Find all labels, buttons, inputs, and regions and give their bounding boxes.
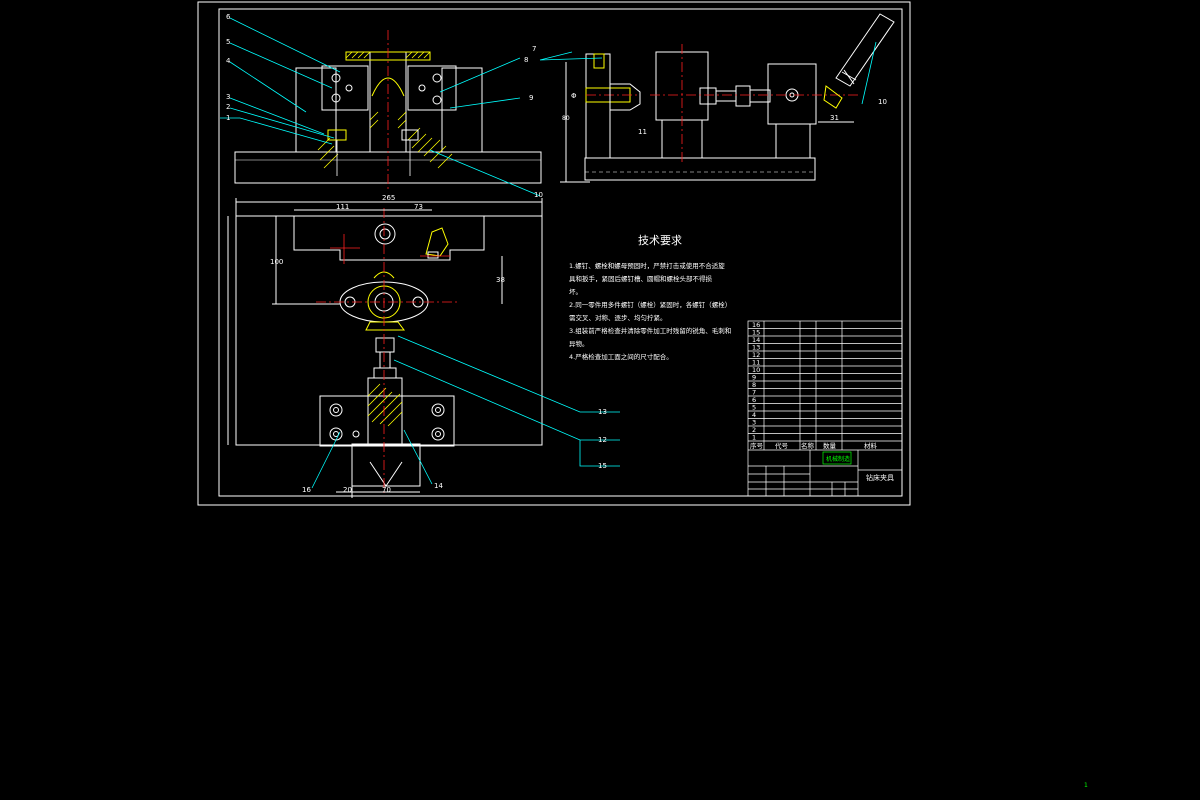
balloon-15: 15 — [598, 462, 607, 470]
front-left-clamp — [321, 65, 369, 111]
bom-seq: 16 — [752, 321, 760, 329]
plan-bottom-clamp — [319, 395, 455, 447]
dim-bottom-b: 70 — [382, 486, 391, 494]
dim-bottom-a: 20 — [343, 486, 352, 494]
bom-seq: 14 — [752, 336, 760, 344]
outer-frame — [197, 1, 911, 506]
balloon-13: 13 — [598, 408, 607, 416]
bom-header-code: 代号 — [775, 441, 789, 450]
title-block — [747, 320, 903, 497]
tech-req-line: 异物。 — [569, 339, 589, 348]
dim-right-offset: 73 — [414, 203, 423, 211]
balloon-8: 8 — [524, 56, 528, 64]
bom-header: 序号 代号 名称 数量 材料 — [750, 441, 878, 450]
technical-requirements: 技术要求 1.螺钉、螺栓和螺母预固时，严禁打击或使用不合适旋 具和扳手，紧固后螺… — [569, 234, 731, 361]
balloon-12: 12 — [598, 436, 607, 444]
balloon-11: 11 — [638, 128, 647, 136]
balloon-3: 3 — [226, 93, 230, 101]
bom-header-name: 名称 — [801, 441, 815, 450]
balloon-10-front: 10 — [534, 191, 543, 199]
plan-v-block — [351, 443, 421, 487]
balloon-5: 5 — [226, 38, 230, 46]
drawing-name: 钻床夹具 — [866, 473, 894, 482]
corner-mark: 1 — [1084, 782, 1088, 789]
balloon-10-side: 10 — [878, 98, 887, 106]
plan-view — [227, 198, 543, 498]
balloon-7: 7 — [532, 45, 536, 53]
bom-seq: 12 — [752, 351, 760, 359]
tech-req-line: 2.同一零件用多件螺钉（螺栓）紧固时，各螺钉（螺栓） — [569, 300, 731, 309]
bom-seq: 11 — [752, 359, 760, 367]
dim-side-80: 80 — [562, 115, 570, 122]
bom-seq: 2 — [752, 426, 756, 434]
inner-border — [218, 8, 903, 497]
front-hatch — [317, 51, 453, 169]
balloon-1: 1 — [226, 114, 230, 122]
bom-sequence: 16 15 14 13 12 11 10 9 8 7 6 5 4 3 2 1 — [752, 321, 760, 442]
bom-seq: 7 — [752, 389, 756, 397]
leader-lines — [220, 17, 877, 489]
tech-req-line: 具和扳手，紧固后螺钉槽、圆帽和螺栓头部不得损 — [569, 274, 713, 283]
balloon-9: 9 — [529, 94, 533, 102]
bom-seq: 15 — [752, 329, 760, 337]
dim-overall-width: 265 — [382, 194, 395, 202]
balloon-labels: 6 5 4 3 2 1 8 9 7 10 10 13 12 15 16 14 1… — [226, 13, 887, 494]
bom-seq: 13 — [752, 344, 760, 352]
bom-seq: 10 — [752, 366, 760, 374]
dim-left-offset: 111 — [336, 203, 349, 211]
side-view — [560, 13, 895, 183]
front-view — [234, 30, 542, 190]
bom-seq: 3 — [752, 419, 756, 427]
bom-seq: 4 — [752, 411, 756, 419]
dim-height-left: 100 — [270, 258, 283, 266]
balloon-16: 16 — [302, 486, 311, 494]
bom-header-mat: 材料 — [864, 441, 878, 450]
tech-req-title: 技术要求 — [638, 234, 682, 247]
balloon-14: 14 — [434, 482, 443, 490]
dim-height-right: 38 — [496, 276, 505, 284]
bom-seq: 1 — [752, 434, 756, 442]
tech-req-line: 需交叉、对称、逐步、均匀拧紧。 — [569, 313, 667, 322]
side-base-plate — [584, 157, 816, 181]
bom-header-qty: 数量 — [823, 441, 837, 450]
balloon-4: 4 — [226, 57, 231, 65]
unit-name: 机械制造 — [826, 455, 850, 463]
tech-req-line: 4.严格检查加工面之间的尺寸配合。 — [569, 352, 673, 361]
tech-req-line: 3.组装前严格检查并清除零件加工时残留的锐角、毛刺和 — [569, 326, 731, 335]
balloon-2: 2 — [226, 103, 230, 111]
bom-seq: 5 — [752, 404, 756, 412]
bom-header-seq: 序号 — [750, 441, 764, 450]
dim-side-phi: Φ — [571, 92, 577, 100]
plan-base-outline — [235, 215, 543, 446]
balloon-6: 6 — [226, 13, 231, 21]
dim-side-31: 31 — [830, 114, 839, 122]
front-right-clamp — [407, 65, 457, 111]
bom-seq: 9 — [752, 374, 756, 382]
dimension-values: 265 111 73 100 38 20 70 31 Φ 80 — [270, 92, 839, 494]
bom-seq: 6 — [752, 396, 756, 404]
tech-req-line: 1.螺钉、螺栓和螺母预固时，严禁打击或使用不合适旋 — [569, 261, 725, 270]
bom-seq: 8 — [752, 381, 756, 389]
plan-top-bracket — [293, 216, 485, 261]
tech-req-line: 坏。 — [569, 288, 582, 296]
